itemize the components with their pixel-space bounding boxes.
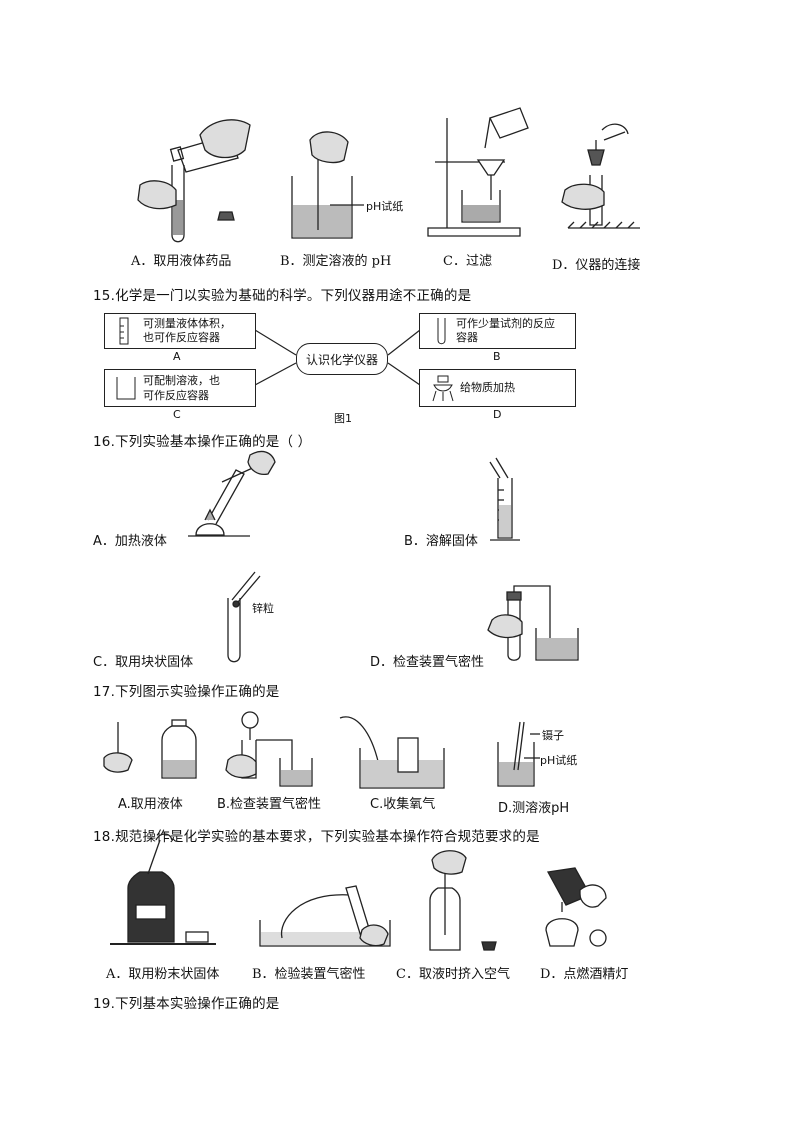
evaporating-dish-on-tripod-icon — [432, 375, 454, 402]
q15-box-c: 可配制溶液，也 可作反应容器 — [104, 369, 256, 407]
q17-question: 17.下列图示实验操作正确的是 — [93, 684, 280, 700]
q15-question: 15.化学是一门以实验为基础的科学。下列仪器用途不正确的是 — [93, 288, 472, 304]
beaker-icon — [116, 377, 136, 400]
ph-paper-label: pH试纸 — [366, 200, 404, 213]
q15-center-label: 认识化学仪器 — [296, 343, 388, 375]
q15-box-b-line2: 容器 — [456, 331, 478, 344]
q15-box-a: 可测量液体体积， 也可作反应容器 — [104, 313, 256, 349]
q17-caption-d: D.测溶液pH — [498, 801, 570, 816]
q17-ph-label: pH试纸 — [540, 754, 578, 767]
q15-box-a-line1: 可测量液体体积， — [143, 317, 231, 330]
q18-caption-a: A．取用粉末状固体 — [106, 967, 220, 982]
q15-box-d-line1: 给物质加热 — [460, 381, 515, 394]
q19-question: 19.下列基本实验操作正确的是 — [93, 996, 280, 1012]
q16-option-b: B．溶解固体 — [404, 534, 478, 549]
q15-box-b-line1: 可作少量试剂的反应 — [456, 317, 555, 330]
q16-option-c: C．取用块状固体 — [93, 655, 194, 670]
q14-caption-a: A．取用液体药品 — [131, 254, 232, 269]
test-tube-icon — [437, 318, 446, 345]
q15-box-c-line1: 可配制溶液，也 — [143, 374, 220, 387]
q18-caption-d: D．点燃酒精灯 — [540, 967, 629, 982]
graduated-cylinder-icon — [119, 317, 129, 345]
q15-letter-a: A — [173, 350, 181, 363]
tweezers-label: 镊子 — [542, 729, 564, 742]
q15-figure-label: 图1 — [334, 412, 352, 425]
q14-caption-c: C．过滤 — [443, 254, 492, 269]
q15-letter-b: B — [493, 350, 501, 363]
q16-option-d: D．检查装置气密性 — [370, 655, 485, 670]
q16-question: 16.下列实验基本操作正确的是（ ） — [93, 434, 312, 450]
q15-box-a-line2: 也可作反应容器 — [143, 331, 220, 344]
q15-box-d: 给物质加热 — [419, 369, 576, 407]
q18-caption-b: B．检验装置气密性 — [252, 967, 366, 982]
q18-caption-c: C．取液时挤入空气 — [396, 967, 510, 982]
q18-question: 18.规范操作是化学实验的基本要求，下列实验基本操作符合规范要求的是 — [93, 829, 540, 845]
zinc-label: 锌粒 — [252, 602, 274, 615]
q15-letter-d: D — [493, 408, 502, 421]
q17-caption-a: A.取用液体 — [118, 797, 183, 812]
q17-caption-b: B.检查装置气密性 — [217, 797, 322, 812]
q15-letter-c: C — [173, 408, 181, 421]
q17-caption-c: C.收集氧气 — [370, 797, 436, 812]
q15-box-c-line2: 可作反应容器 — [143, 389, 209, 402]
q14-caption-d: D．仪器的连接 — [552, 258, 641, 273]
q16-option-a: A．加热液体 — [93, 534, 167, 549]
q14-caption-b: B．测定溶液的 pH — [280, 254, 392, 269]
q15-box-b: 可作少量试剂的反应 容器 — [419, 313, 576, 349]
